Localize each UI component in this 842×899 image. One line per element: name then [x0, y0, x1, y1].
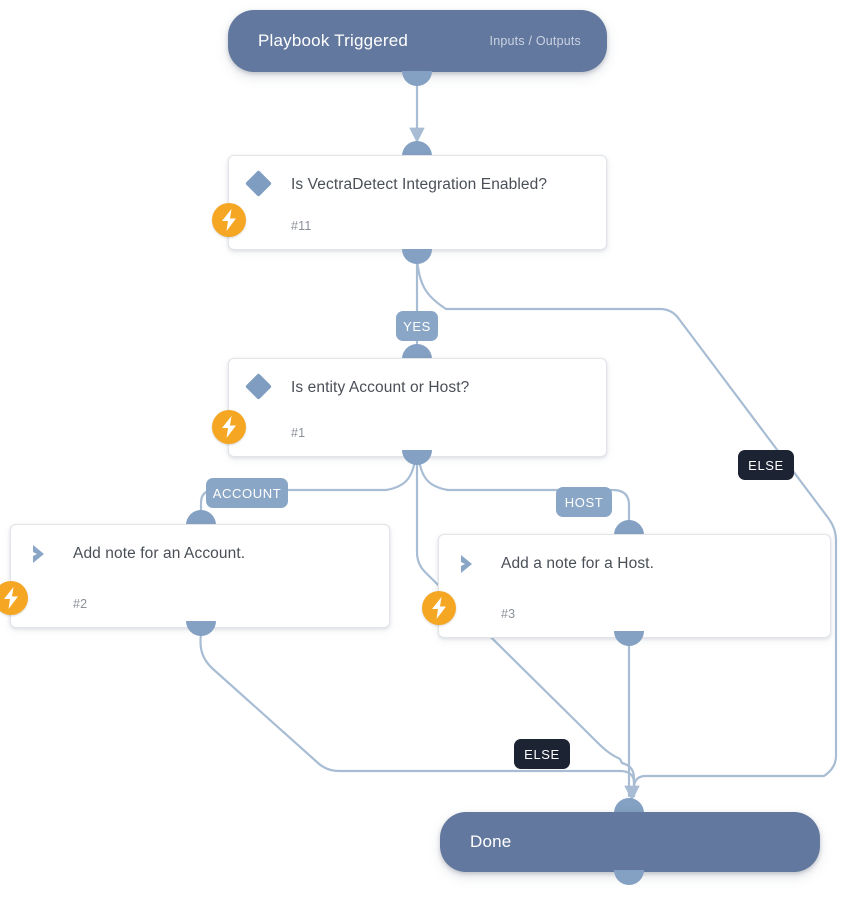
node-action-host[interactable]: Add a note for a Host. #3 [422, 534, 831, 638]
node-condition-integration-ref: #11 [291, 219, 312, 233]
lightning-bolt-icon [212, 410, 246, 444]
lightning-bolt-icon [422, 591, 456, 625]
branch-label-yes[interactable]: YES [396, 311, 438, 341]
branch-label-else-entity[interactable]: ELSE [514, 739, 570, 769]
node-action-host-title: Add a note for a Host. [501, 555, 654, 572]
node-condition-integration[interactable]: Is VectraDetect Integration Enabled? #11 [212, 155, 607, 250]
node-playbook-triggered[interactable]: Playbook Triggered Inputs / Outputs [228, 10, 607, 72]
port-in-cond-integration[interactable] [402, 141, 432, 156]
node-condition-integration-title: Is VectraDetect Integration Enabled? [291, 176, 548, 193]
branch-label-else-integration[interactable]: ELSE [738, 450, 794, 480]
port-out-playbook-triggered[interactable] [402, 71, 432, 86]
diamond-icon [245, 170, 272, 197]
node-action-host-ref: #3 [501, 607, 516, 621]
port-in-done[interactable] [614, 798, 644, 813]
chevron-right-icon [456, 551, 482, 577]
node-action-account-title: Add note for an Account. [73, 545, 246, 562]
port-out-done[interactable] [614, 870, 644, 885]
port-out-action-account[interactable] [186, 621, 216, 636]
port-in-cond-entity[interactable] [402, 344, 432, 359]
chevron-right-icon [28, 541, 54, 567]
node-action-account[interactable]: Add note for an Account. #2 [0, 524, 390, 628]
port-out-cond-integration[interactable] [402, 249, 432, 264]
node-condition-entity-title: Is entity Account or Host? [291, 379, 470, 396]
port-in-action-host[interactable] [614, 520, 644, 535]
branch-label-account[interactable]: ACCOUNT [206, 478, 288, 508]
diamond-icon [245, 373, 272, 400]
node-condition-entity[interactable]: Is entity Account or Host? #1 [212, 358, 607, 457]
port-out-action-host[interactable] [614, 631, 644, 646]
branch-label-host[interactable]: HOST [556, 487, 612, 517]
edge-account-to-done [199, 632, 636, 798]
node-condition-entity-ref: #1 [291, 426, 306, 440]
node-done-label: Done [470, 832, 512, 851]
port-out-cond-entity[interactable] [402, 450, 432, 465]
node-done[interactable]: Done [440, 812, 820, 872]
lightning-bolt-icon [212, 203, 246, 237]
node-playbook-triggered-label: Playbook Triggered [258, 31, 409, 50]
node-action-account-ref: #2 [73, 597, 88, 611]
node-playbook-triggered-inputs-outputs[interactable]: Inputs / Outputs [489, 34, 581, 48]
port-in-action-account[interactable] [186, 510, 216, 525]
lightning-bolt-icon [0, 581, 28, 615]
